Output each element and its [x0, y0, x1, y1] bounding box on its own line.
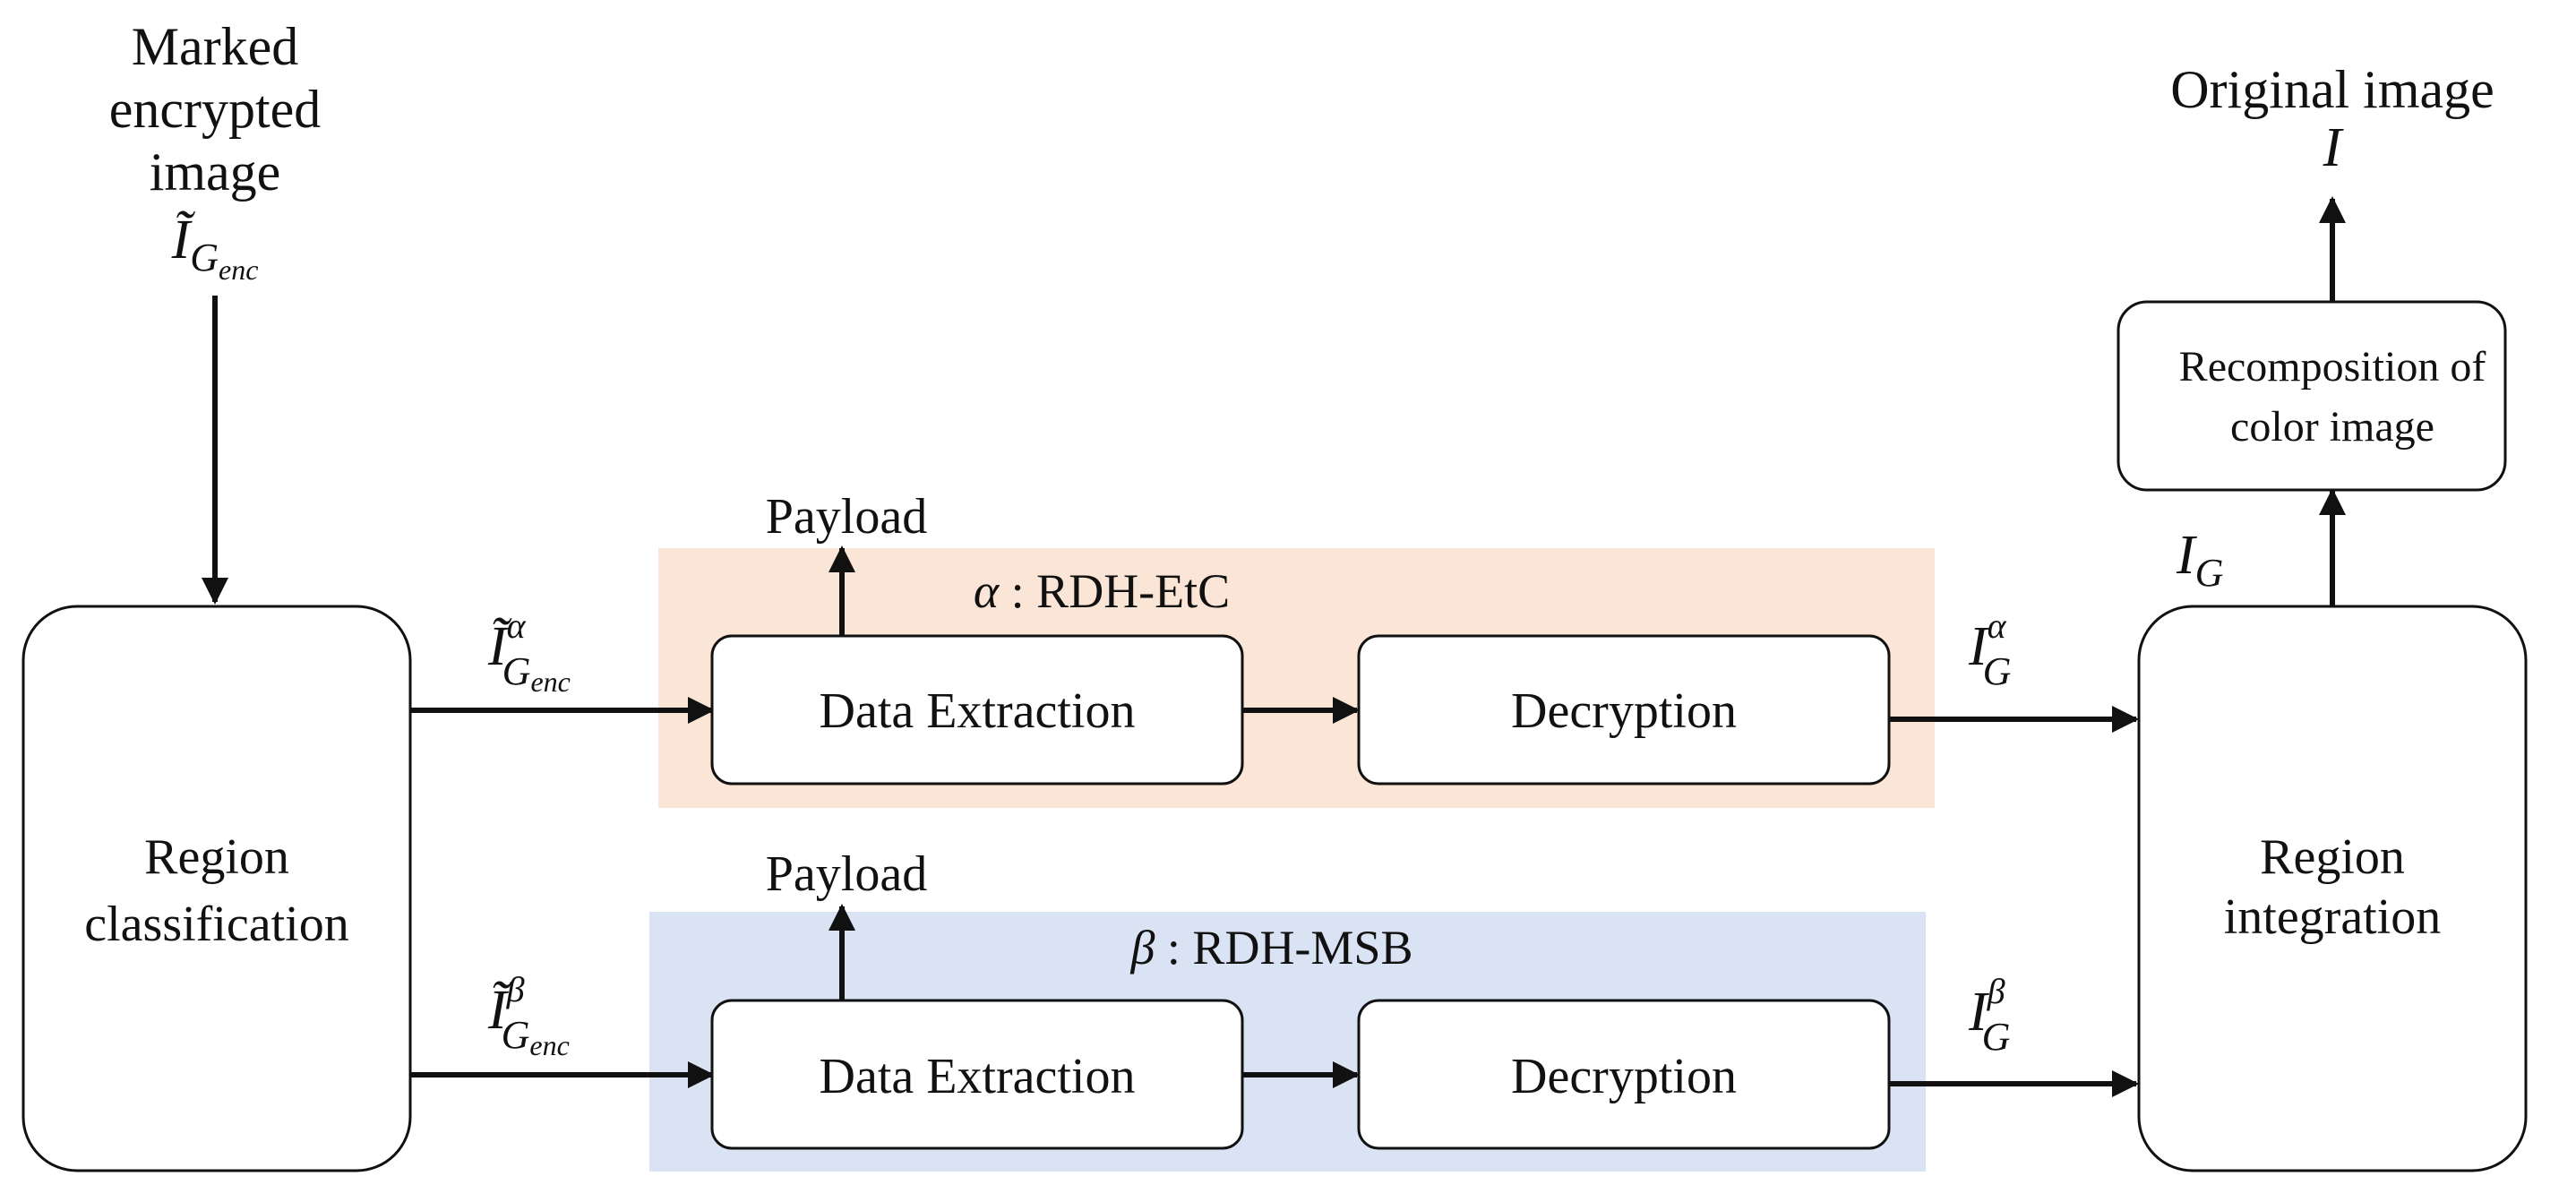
- output-symbol: I: [2323, 117, 2345, 178]
- merged-symbol: IG: [2176, 525, 2223, 595]
- beta-branch-title: β : RDH-MSB: [1130, 921, 1413, 974]
- region-integration-box: [2137, 605, 2528, 1172]
- input-title-line-1: Marked: [132, 17, 299, 76]
- alpha-decryption-box: [1357, 634, 1891, 786]
- region-classification-box: [21, 605, 412, 1172]
- recomposition-line-1: Recomposition of: [2179, 343, 2486, 391]
- output-title: Original image: [2170, 60, 2494, 119]
- input-symbol: ĨGenc: [171, 210, 259, 286]
- alpha-decryption-label: Decryption: [1511, 683, 1737, 739]
- alpha-data-extraction-label: Data Extraction: [820, 683, 1136, 739]
- alpha-branch-title: α : RDH-EtC: [974, 564, 1230, 618]
- beta-payload-label: Payload: [766, 846, 927, 902]
- input-label: Marked encrypted image ĨGenc: [109, 17, 322, 286]
- input-title-line-2: encrypted: [109, 80, 322, 139]
- alpha-payload-label: Payload: [766, 489, 927, 545]
- region-integration-line-1: Region: [2260, 829, 2405, 885]
- input-title-line-3: image: [150, 142, 281, 202]
- recomposition-box: [2117, 300, 2507, 492]
- region-classification-line-1: Region: [144, 829, 289, 885]
- region-classification-line-2: classification: [84, 897, 348, 952]
- beta-decryption-box: [1357, 999, 1891, 1150]
- beta-decryption-label: Decryption: [1511, 1049, 1737, 1104]
- region-integration-line-2: integration: [2224, 889, 2442, 945]
- beta-data-extraction-label: Data Extraction: [820, 1049, 1136, 1104]
- recomposition-line-2: color image: [2230, 403, 2434, 451]
